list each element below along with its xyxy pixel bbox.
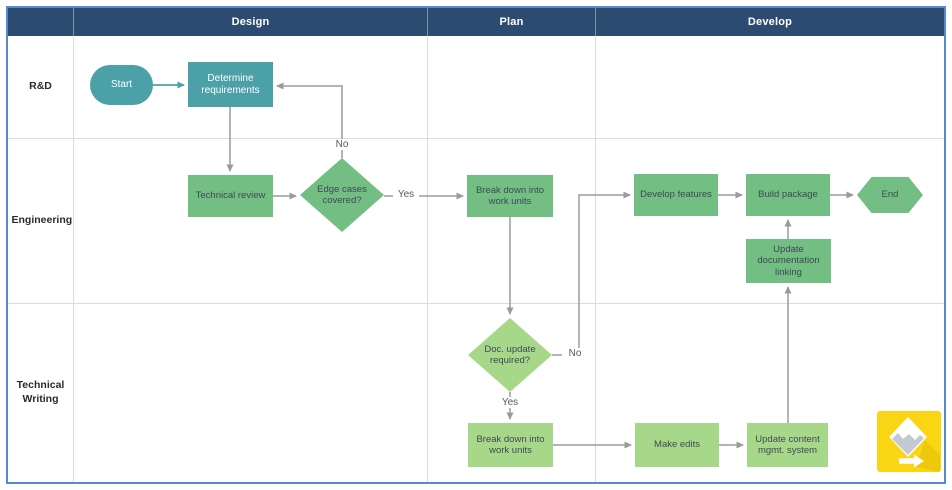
column-header-design: Design (73, 8, 427, 36)
node-break-down-work-units-plan[interactable]: Break down into work units (467, 175, 553, 217)
node-doc-update-required[interactable]: Doc. update required? (468, 318, 552, 392)
node-break-down-work-units-tw[interactable]: Break down into work units (468, 423, 553, 467)
node-update-content-mgmt-system[interactable]: Update content mgmt. system (747, 423, 828, 467)
grid-divider-horizontal (8, 138, 944, 139)
lane-label-technical-writing: Technical Writing (8, 303, 73, 482)
grid-divider-vertical (427, 36, 428, 482)
column-header-develop: Develop (595, 8, 944, 36)
node-build-package[interactable]: Build package (746, 174, 830, 216)
node-label: Update content mgmt. system (755, 433, 820, 456)
edge-label-no: No (330, 139, 354, 150)
node-end[interactable]: End (857, 177, 923, 213)
lane-label-text: R&D (29, 80, 52, 93)
flowchart-canvas: Design Plan Develop R&D Engineering Tech… (6, 6, 946, 484)
node-develop-features[interactable]: Develop features (634, 174, 718, 216)
node-update-documentation-linking[interactable]: Update documentation linking (746, 239, 831, 283)
node-label: Build package (758, 189, 818, 201)
node-label: Update documentation linking (757, 243, 820, 278)
node-label: Break down into work units (476, 433, 545, 456)
edge-label-yes: Yes (497, 397, 523, 408)
node-technical-review[interactable]: Technical review (188, 175, 273, 217)
column-header-plan: Plan (427, 8, 595, 36)
node-determine-requirements[interactable]: Determine requirements (188, 62, 273, 107)
lane-label-text: Technical Writing (16, 379, 65, 405)
node-label: Break down into work units (475, 184, 545, 207)
grid-divider-vertical (73, 36, 74, 482)
node-edge-cases-covered[interactable]: Edge cases covered? (300, 158, 384, 232)
node-label: Develop features (640, 189, 712, 201)
node-label: Technical review (195, 190, 266, 202)
lane-label-engineering: Engineering (8, 138, 73, 303)
grid-divider-horizontal (8, 303, 944, 304)
node-label: Determine requirements (201, 72, 260, 96)
node-label: Doc. update required? (484, 343, 536, 366)
node-start[interactable]: Start (90, 65, 153, 105)
lane-label-rnd: R&D (8, 36, 73, 138)
grid-divider-vertical (595, 36, 596, 482)
node-label: Make edits (654, 439, 700, 451)
edge-label-no: No (562, 348, 588, 359)
header-corner-cell (8, 8, 73, 36)
node-label: End (881, 189, 899, 201)
app-logo-icon[interactable] (876, 411, 942, 473)
node-label: Start (110, 79, 133, 90)
node-label: Edge cases covered? (317, 183, 367, 206)
node-make-edits[interactable]: Make edits (635, 423, 719, 467)
lane-label-text: Engineering (11, 213, 73, 226)
edge-label-yes: Yes (393, 189, 419, 200)
